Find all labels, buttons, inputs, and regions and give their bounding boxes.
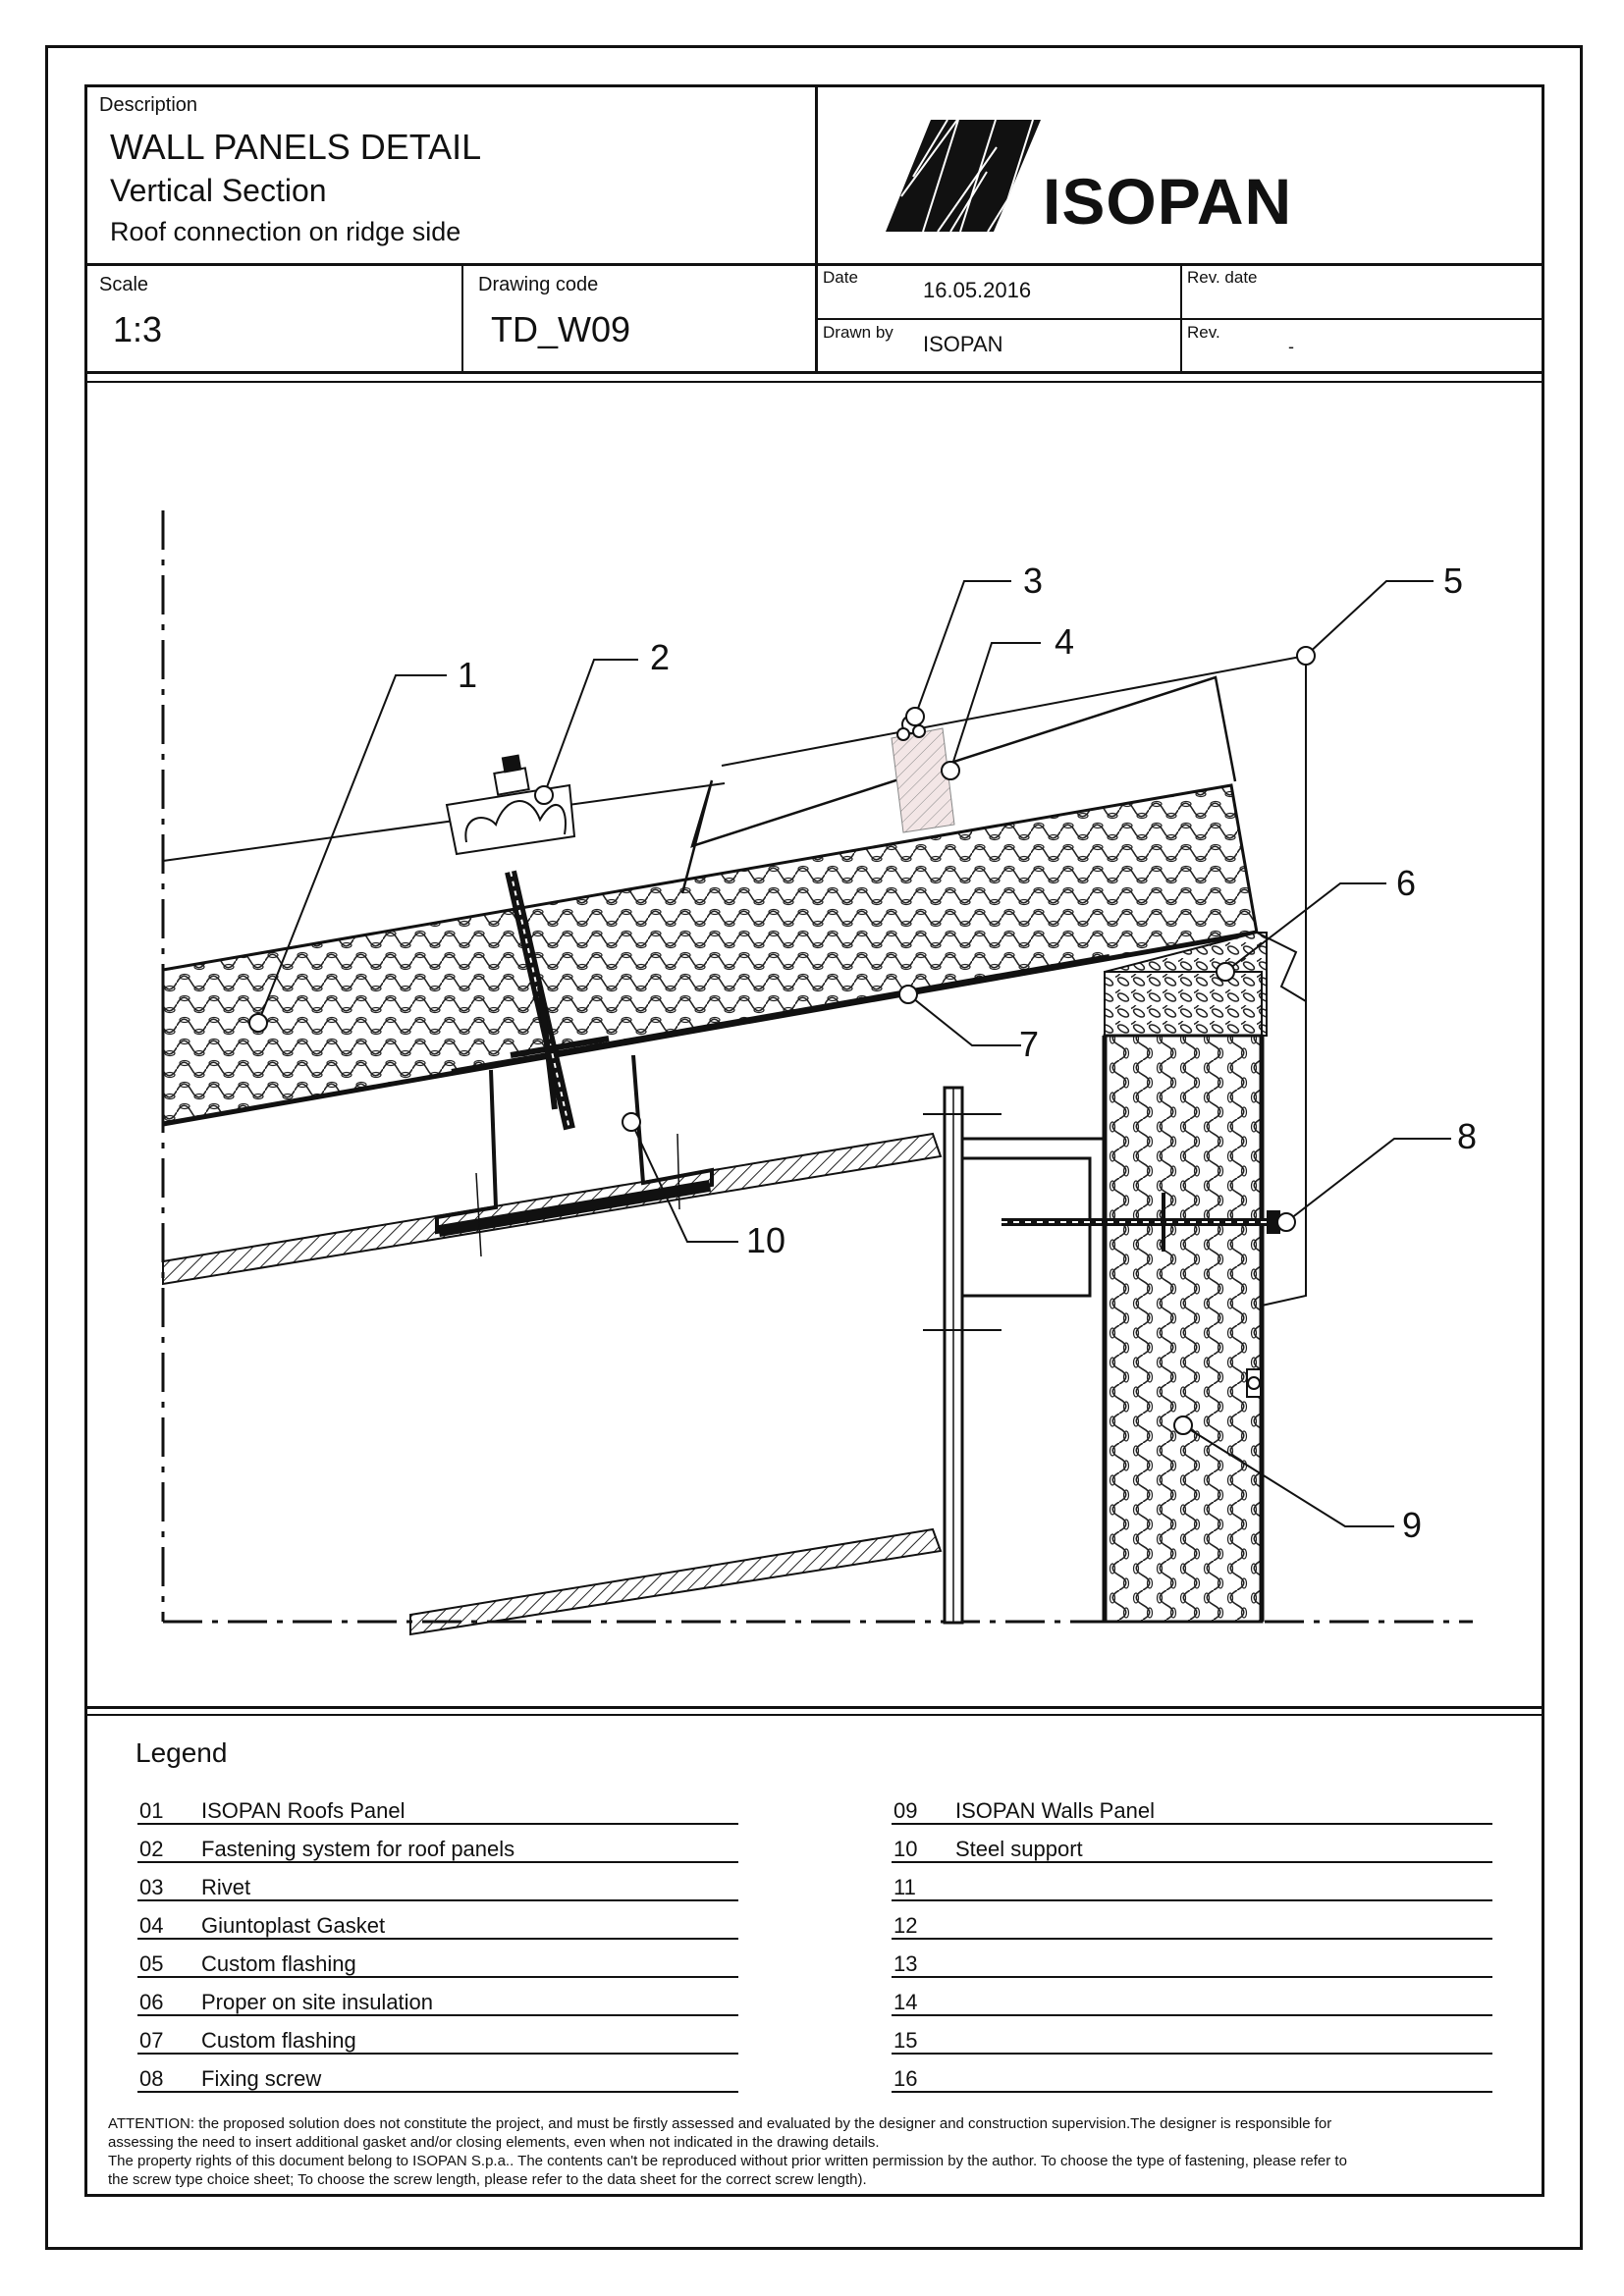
description-label: Description: [99, 94, 198, 116]
drawn-by-value: ISOPAN: [923, 332, 1003, 356]
drawing-code-value: TD_W09: [491, 309, 631, 349]
rev-value: -: [1288, 337, 1294, 356]
callout-2: 2: [650, 637, 671, 677]
scale-label: Scale: [99, 274, 149, 295]
legend-title: Legend: [135, 1737, 228, 1768]
callout-6: 6: [1396, 863, 1417, 903]
brand-name: ISOPAN: [1043, 165, 1293, 238]
callout-8: 8: [1457, 1116, 1478, 1156]
note-line: The property rights of this document bel…: [108, 2153, 1347, 2169]
date-value: 16.05.2016: [923, 278, 1032, 302]
rev-label: Rev.: [1187, 323, 1220, 342]
scale-value: 1:3: [113, 309, 163, 349]
callout-3: 3: [1023, 561, 1044, 601]
callout-1: 1: [458, 655, 478, 695]
callout-9: 9: [1402, 1505, 1423, 1545]
callout-10: 10: [746, 1220, 786, 1260]
drawing-sub-subtitle: Roof connection on ridge side: [110, 217, 461, 246]
drawing-code-label: Drawing code: [478, 274, 599, 295]
date-label: Date: [823, 268, 858, 287]
callout-7: 7: [1019, 1024, 1040, 1064]
note-line: assessing the need to insert additional …: [108, 2134, 880, 2151]
note-line: ATTENTION: the proposed solution does no…: [108, 2115, 1332, 2132]
callout-4: 4: [1055, 621, 1075, 662]
note-line: the screw type choice sheet; To choose t…: [108, 2171, 867, 2188]
callout-5: 5: [1443, 561, 1464, 601]
sheet-outer-frame: [45, 45, 1583, 2250]
drawn-by-label: Drawn by: [823, 323, 893, 342]
sheet-inner-frame: [84, 84, 1544, 2197]
drawing-subtitle: Vertical Section: [110, 173, 327, 208]
rev-date-label: Rev. date: [1187, 268, 1258, 287]
drawing-title: WALL PANELS DETAIL: [110, 127, 482, 167]
